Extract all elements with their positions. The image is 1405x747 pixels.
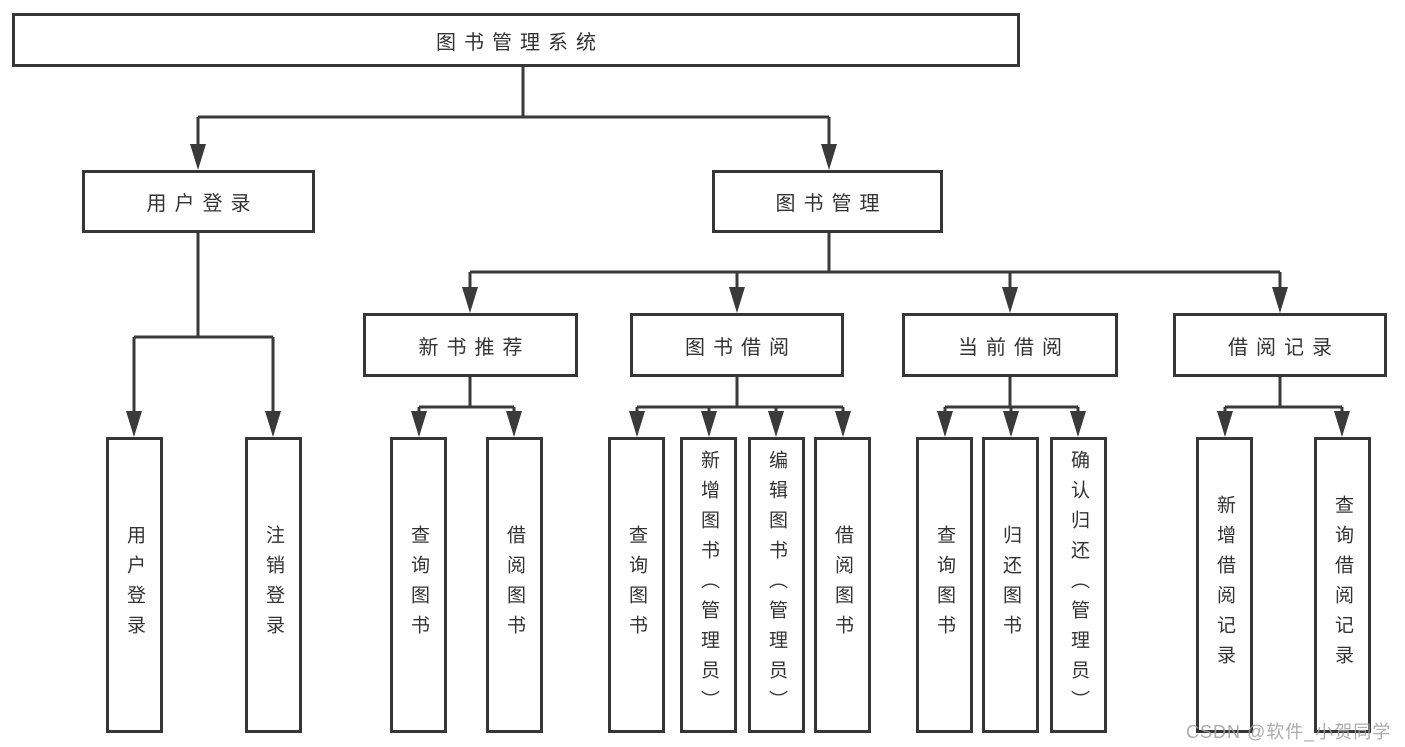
leaf-label: 新增借阅记录: [1214, 495, 1235, 675]
node-label: 用户登录: [146, 193, 259, 215]
leaf-label: 归还图书: [1000, 525, 1021, 645]
leaf-label: 用户登录: [124, 525, 145, 645]
leaf-recommend-borrow-books: 借阅图书: [486, 437, 543, 733]
leaf-current-confirm-return-admin: 确认归还（管理员）: [1050, 437, 1107, 733]
leaf-borrowing-edit-books-admin: 编辑图书（管理员）: [748, 437, 805, 733]
arrowhead: [1217, 411, 1233, 437]
leaf-label: 查询图书: [626, 525, 647, 645]
connector-records-to-leaves: [1223, 377, 1344, 419]
leaf-current-search-books: 查询图书: [916, 437, 973, 733]
node-book-borrowing: 图书借阅: [630, 313, 844, 377]
leaf-label: 编辑图书（管理员）: [766, 450, 787, 720]
leaf-recommend-search-books: 查询图书: [390, 437, 447, 733]
leaf-borrowing-add-books-admin: 新增图书（管理员）: [680, 437, 737, 733]
node-label: 借阅记录: [1228, 336, 1340, 359]
node-label: 图书管理: [775, 193, 888, 215]
connector-borrowing-to-leaves: [635, 377, 845, 419]
arrowhead: [1002, 287, 1018, 313]
leaf-label: 确认归还（管理员）: [1068, 450, 1089, 720]
arrowhead: [821, 144, 837, 170]
leaf-label: 查询借阅记录: [1332, 495, 1353, 675]
arrowhead: [1070, 411, 1086, 437]
arrowhead: [411, 411, 427, 437]
node-current-borrowing: 当前借阅: [902, 313, 1118, 377]
arrowhead: [835, 411, 851, 437]
leaf-label: 借阅图书: [504, 525, 525, 645]
connector-user-login-to-leaves: [132, 233, 275, 419]
node-borrowing-records: 借阅记录: [1173, 313, 1387, 377]
arrowhead: [1272, 287, 1288, 313]
leaf-current-return-books: 归还图书: [982, 437, 1039, 733]
node-book-management: 图书管理: [712, 170, 943, 233]
connector-recommend-to-leaves: [417, 377, 516, 419]
leaf-records-search-record: 查询借阅记录: [1314, 437, 1371, 733]
leaf-label: 查询图书: [934, 525, 955, 645]
arrowhead: [190, 144, 206, 170]
leaf-user-login: 用户登录: [106, 437, 163, 733]
arrowhead: [701, 411, 717, 437]
csdn-watermark: CSDN @软件_小贺同学: [1186, 722, 1392, 742]
leaf-logout: 注销登录: [245, 437, 302, 733]
node-user-login: 用户登录: [82, 170, 315, 233]
arrowhead: [1334, 411, 1350, 437]
arrowhead: [1003, 411, 1019, 437]
arrowhead: [729, 287, 745, 313]
connector-book-mgmt-to-level2: [468, 233, 1282, 295]
arrowhead: [629, 411, 645, 437]
node-label: 图书管理系统: [436, 31, 604, 54]
node-label: 当前借阅: [958, 336, 1070, 359]
arrowhead: [768, 411, 784, 437]
leaf-label: 借阅图书: [832, 525, 853, 645]
arrowhead: [265, 411, 281, 437]
arrowhead: [937, 411, 953, 437]
leaf-label: 新增图书（管理员）: [698, 450, 719, 720]
node-library-system: 图书管理系统: [12, 13, 1020, 67]
arrowhead: [506, 411, 522, 437]
connector-root-to-level1: [196, 67, 831, 152]
arrowhead: [126, 411, 142, 437]
node-label: 新书推荐: [418, 336, 531, 359]
arrowhead: [462, 287, 478, 313]
leaf-label: 查询图书: [408, 525, 429, 645]
leaf-borrowing-borrow-books: 借阅图书: [814, 437, 871, 733]
leaf-records-add-record: 新增借阅记录: [1196, 437, 1253, 733]
node-label: 图书借阅: [685, 336, 797, 359]
leaf-label: 注销登录: [263, 525, 284, 645]
leaf-borrowing-search-books: 查询图书: [608, 437, 665, 733]
node-new-book-recommendation: 新书推荐: [363, 313, 578, 377]
